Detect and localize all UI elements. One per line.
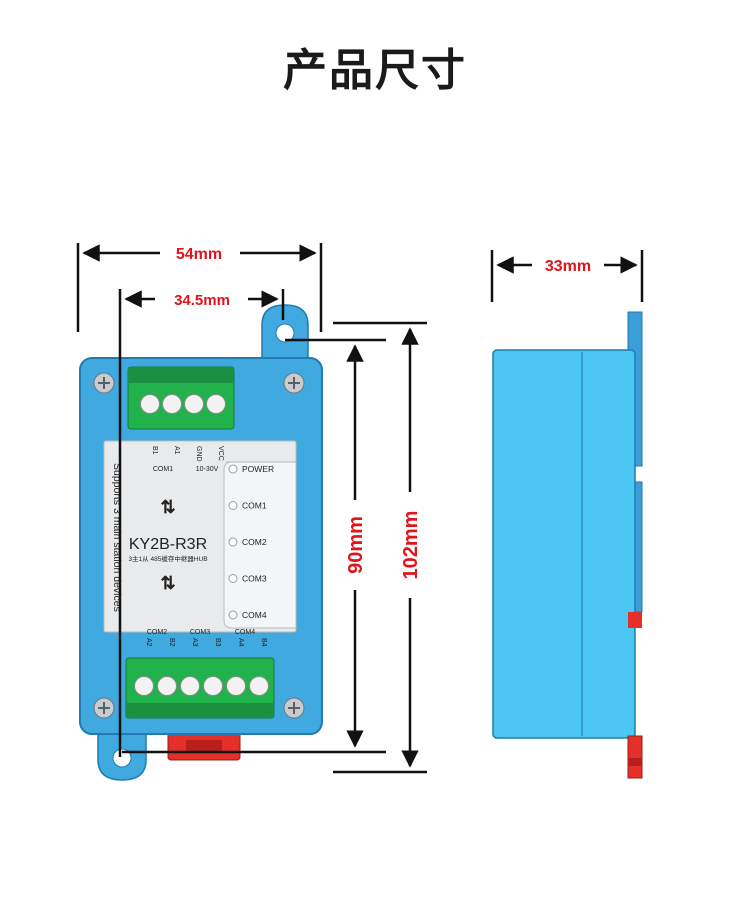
terminal-screw-icon [249, 676, 269, 696]
bottom-terminal-label: A4 [237, 638, 244, 647]
terminal-screw-icon [206, 394, 226, 414]
led-indicator-icon [228, 610, 238, 620]
bottom-group-label-com2: COM2 [147, 629, 167, 636]
led-label: COM2 [242, 537, 267, 547]
side-din-clip-slot [628, 758, 642, 766]
led-label: POWER [242, 464, 274, 474]
bottom-terminal-label: B2 [168, 638, 175, 647]
dimension-height-total: 102mm [400, 511, 422, 580]
led-indicator-icon [228, 537, 238, 547]
terminal-screw-icon [203, 676, 223, 696]
top-mount-hole [275, 323, 295, 343]
bottom-terminal-block-base [126, 703, 274, 718]
side-body [492, 349, 636, 739]
bottom-terminal-label: A3 [191, 638, 198, 647]
screw-icon [283, 372, 305, 394]
dimension-hole-spacing: 34.5mm [174, 292, 230, 309]
top-terminal-label: VCC [217, 446, 224, 461]
side-red-latch [628, 612, 642, 628]
bottom-terminal-labels: A2 B2 A3 B3 A4 B4 [145, 638, 267, 647]
terminal-screw-icon [226, 676, 246, 696]
terminal-screw-icon [180, 676, 200, 696]
dimension-depth: 33mm [545, 258, 591, 275]
bottom-terminal-label: B3 [214, 638, 221, 647]
bottom-terminal-screws [134, 676, 269, 696]
led-indicator-icon [228, 501, 238, 510]
page-title: 产品尺寸 [283, 45, 467, 96]
led-panel [223, 461, 297, 629]
screw-icon [283, 697, 305, 719]
top-terminal-labels: B1 A1 GND VCC [151, 446, 224, 462]
led-label: COM4 [242, 610, 267, 620]
model-subtitle: 3主1从 485缓存中继器HUB [128, 554, 207, 563]
led-label: COM1 [242, 501, 267, 511]
bottom-group-label-com3: COM3 [190, 629, 210, 636]
top-terminal-label: GND [195, 446, 202, 462]
side-din-clip [627, 735, 643, 779]
led-indicator-icon [228, 574, 238, 583]
terminal-screw-icon [157, 676, 177, 696]
screw-icon [93, 372, 115, 394]
terminal-screw-icon [134, 676, 154, 696]
top-terminal-label: A1 [173, 446, 180, 455]
led-label: COM3 [242, 574, 267, 584]
led-indicator-icon [228, 464, 238, 474]
dimension-width-total: 54mm [176, 246, 222, 263]
bottom-mount-hole [112, 748, 132, 768]
bidirectional-arrow-icon: ⇅ [160, 573, 175, 593]
bottom-group-label-com4: COM4 [235, 629, 255, 636]
top-terminal-block-top [128, 367, 234, 383]
top-group-label-com1: COM1 [153, 466, 173, 473]
terminal-screw-icon [140, 394, 160, 414]
terminal-screw-icon [162, 394, 182, 414]
top-terminal-label: B1 [151, 446, 158, 455]
top-group-label-power: 10-30V [196, 466, 219, 473]
side-view [492, 311, 643, 779]
bottom-terminal-label: B4 [260, 638, 267, 647]
dimension-lines [76, 243, 644, 774]
screw-icon [93, 697, 115, 719]
dimension-height-holes: 90mm [345, 516, 367, 574]
top-terminal-screws [140, 394, 226, 414]
bottom-terminal-label: A2 [145, 638, 152, 647]
terminal-screw-icon [184, 394, 204, 414]
bidirectional-arrow-icon: ⇅ [160, 497, 175, 517]
model-name: KY2B-R3R [129, 536, 207, 553]
din-clip-slot [186, 740, 222, 752]
